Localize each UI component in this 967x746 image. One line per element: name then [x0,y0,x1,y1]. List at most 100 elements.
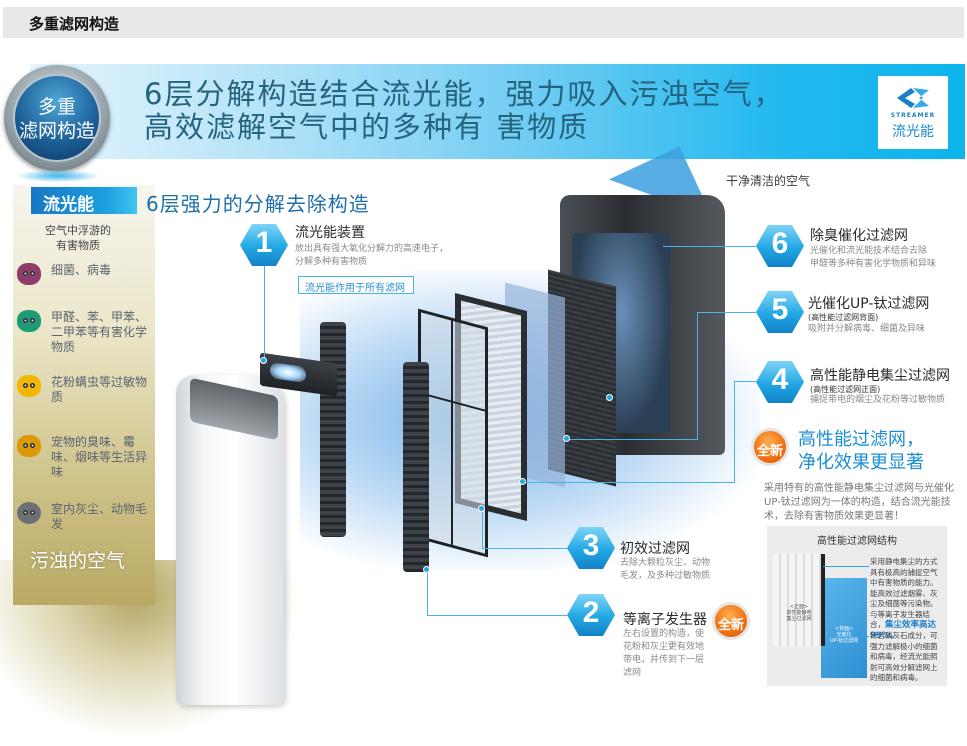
badge-text: 多重 滤网构造 [15,95,99,143]
new-badge-step-2: 全新 [712,602,750,640]
blue-filter-label: <背面> 光催化 UP-钛过滤网 [829,626,859,644]
callout-line-4v [734,381,735,483]
step-4-badge: 4 [756,361,804,403]
step-5-badge: 5 [756,291,804,333]
step-6-badge: 6 [756,225,804,267]
callout-line-3 [482,510,483,548]
callout-line-2h [427,615,567,616]
callout-line-2 [427,570,428,615]
callout-dot-6 [606,394,613,401]
callout-dot-1 [260,357,267,364]
structure-desc-1: 采用静电集尘的方式具有极高的捕捉空气中有害物质的能力。能高效过滤烟雾、灰尘及细菌… [870,557,944,641]
streamer-logo: STREAMER 流光能 [878,76,948,149]
badge-glow [18,170,98,182]
callout-line-4 [522,482,734,483]
callout-dot-2 [423,566,430,573]
step-3-desc: 去除大颗粒灰尘、动物 毛发，及多种过敏物质 [620,558,711,581]
structure-desc-2: 特含磷灰石成分，可强力滤解极小的细菌和病毒，经流光能照射可高效分解滤网上的细菌和… [870,631,938,682]
headline-line-1: 6层分解构造结合流光能，强力吸入污浊空气， [144,77,785,111]
applies-all-filters-box: 流光能作用于所有滤网 [298,276,414,294]
dust-icon [17,502,41,524]
structure-section-title: 6层强力的分解去除构造 [146,192,370,216]
step-2-desc: 左右设置的构造，使 花粉和灰尘更有效地 带电，并传到下一层 滤网 [623,629,705,678]
step-number: 6 [771,227,789,260]
plasma-ionizer-left-graphic [320,322,346,537]
high-performance-title: 高性能过滤网， 净化效果更显著 [798,428,924,474]
structure-desc-1-text: 采用静电集尘的方式具有极高的捕捉空气中有害物质的能力。能高效过滤烟雾、灰尘及细菌… [870,557,938,629]
section-header-bar: 多重滤网构造 [3,7,964,38]
dust-efficiency-emphasis: 集尘效率高达99%。 [870,620,937,641]
callout-line-5 [567,439,697,440]
step-3-title: 初效过滤网 [620,541,690,557]
purifier-control-panel [190,377,278,441]
clean-air-label: 干净清洁的空气 [726,174,811,188]
headline-line-2: 高效滤解空气中的多种有 害物质 [144,110,590,144]
step-5-sub: (高性能过滤网背面) [808,313,879,322]
streamer-logo-icon [878,86,948,110]
badge-line-2: 滤网构造 [18,120,95,142]
badge-line-1: 多重 [37,96,76,118]
new-badge-label: 全新 [717,618,744,633]
callout-line-5h [697,312,756,313]
step-number: 5 [771,293,789,326]
streamer-tag: 流光能 [31,187,137,215]
step-number: 4 [771,363,789,396]
pollutant-panel: 空气中浮游的 有害物质 细菌、病毒 甲醛、苯、甲苯、二甲苯等有害化学物质 花粉螨… [13,185,155,605]
dirty-air-label: 污浊的空气 [30,550,126,572]
pollen-icon [17,375,41,397]
step-number: 3 [582,529,600,562]
photocatalytic-filter-image: <背面> 光催化 UP-钛过滤网 [821,578,867,678]
applies-all-filters-label: 流光能作用于所有滤网 [305,283,405,294]
odor-icon [17,435,41,457]
step-5-desc: 吸附并分解病毒、细菌及异味 [808,324,926,334]
banner-headline: 6层分解构造结合流光能，强力吸入污浊空气， 高效滤解空气中的多种有 害物质 [144,78,784,144]
step-5-title: 光催化UP-钛过滤网 [808,296,930,312]
structure-callout-line-1 [823,566,869,567]
pollutant-label: 宠物的臭味、霉味、烟味等生活异味 [51,435,148,479]
step-3-badge: 3 [567,527,615,569]
purifier-white-graphic [176,375,284,705]
electrostatic-filter-image: <正面> 高性能静电 集尘过滤网 [773,554,825,646]
step-4-sub: (高性能过滤网正面) [810,385,881,394]
callout-line-6 [663,246,756,247]
filter-structure-box: 高性能过滤网结构 <背面> 光催化 UP-钛过滤网 <正面> 高性能静电 集尘过… [767,526,947,686]
callout-line-3h [482,548,567,549]
callout-dot-3 [478,505,485,512]
high-performance-desc: 采用特有的高性能静电集尘过滤网与光催化UP-钛过滤网为一体的构造，结合流光能技术… [764,483,954,522]
callout-dot-4 [519,478,526,485]
pollutant-label: 细菌、病毒 [51,263,112,277]
pollutant-label: 甲醛、苯、甲苯、二甲苯等有害化学物质 [51,310,148,354]
step-4-desc: 捕捉带电的烟尘及花粉等过敏物质 [810,395,946,405]
structure-callout-line-2 [857,636,869,637]
logo-english: STREAMER [890,112,936,119]
bacteria-virus-icon [17,263,41,285]
step-1-title: 流光能装置 [295,225,365,241]
callout-dot-5 [563,435,570,442]
step-number: 1 [255,226,273,259]
multi-filter-badge: 多重 滤网构造 [4,65,110,171]
streamer-tag-label: 流光能 [43,195,94,215]
new-badge-highlight: 全新 [751,428,789,466]
step-1-badge: 1 [240,224,288,266]
chemical-icon [17,310,41,332]
step-1-desc: 放出具有强大氧化分解力的高速电子， 分解多种有害物质 [295,244,449,267]
callout-line-1 [264,247,265,360]
callout-line-5v [697,312,698,440]
step-6-desc: 光催化和流光能技术结合去除 甲醛等多种有害化学物质和异味 [810,246,937,269]
filter-structure-title: 高性能过滤网结构 [817,536,897,547]
step-2-badge: 2 [567,594,615,636]
step-2-title: 等离子发生器 [623,612,707,628]
new-badge-label: 全新 [756,444,783,459]
banner: 6层分解构造结合流光能，强力吸入污浊空气， 高效滤解空气中的多种有 害物质 [30,64,965,159]
step-4-title: 高性能静电集尘过滤网 [810,368,950,384]
hp-title-line-1: 高性能过滤网， [798,429,924,450]
callout-line-4h [734,381,756,382]
section-header-title: 多重滤网构造 [29,15,120,33]
hp-title-line-2: 净化效果更显著 [798,452,924,473]
pollutant-label: 花粉螨虫等过敏物质 [51,375,148,404]
streamer-light [270,361,306,384]
step-number: 2 [582,596,600,629]
pollutant-label: 室内灰尘、动物毛发 [51,502,148,531]
hepa-filter-label: <正面> 高性能静电 集尘过滤网 [786,604,812,622]
